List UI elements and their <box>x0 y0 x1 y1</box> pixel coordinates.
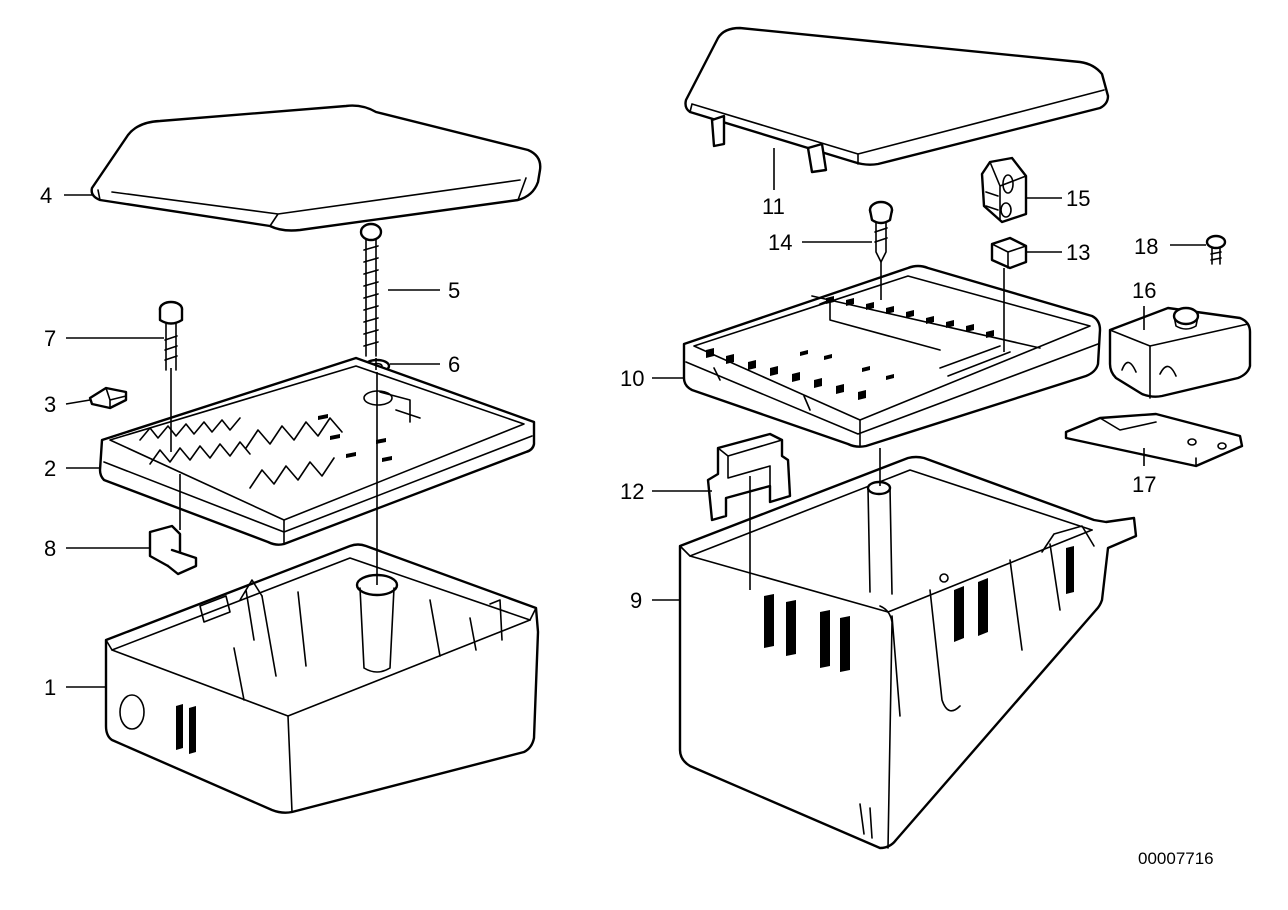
callout-1: 1 <box>44 675 56 700</box>
part-17-bracket <box>1064 412 1244 468</box>
right-leader-lines <box>749 262 1005 590</box>
document-number: 00007716 <box>1138 849 1214 868</box>
callout-3: 3 <box>44 392 56 417</box>
callout-7: 7 <box>44 326 56 351</box>
part-2-fuse-carrier <box>98 356 536 546</box>
callout-10: 10 <box>620 366 644 391</box>
callout-labels: 1 2 3 4 5 6 7 8 9 10 11 12 13 14 15 16 1… <box>40 183 1214 868</box>
part-13-fuse <box>990 236 1028 270</box>
callout-9: 9 <box>630 588 642 613</box>
part-15-relay-clip <box>980 156 1028 224</box>
callout-14: 14 <box>768 230 792 255</box>
callout-6: 6 <box>448 352 460 377</box>
part-11-cover <box>684 26 1110 174</box>
callout-12: 12 <box>620 479 644 504</box>
part-9-housing <box>678 455 1138 850</box>
part-7-bolt <box>158 300 184 371</box>
callout-18: 18 <box>1134 234 1158 259</box>
callout-16: 16 <box>1132 278 1156 303</box>
callout-5: 5 <box>448 278 460 303</box>
callout-11: 11 <box>762 194 785 219</box>
part-18-screw <box>1205 234 1227 265</box>
callout-leaders <box>64 148 1206 688</box>
callout-17: 17 <box>1132 472 1156 497</box>
part-8-clip <box>148 524 198 576</box>
left-leader-lines <box>170 358 378 585</box>
callout-15: 15 <box>1066 186 1090 211</box>
part-4-lid <box>90 104 542 232</box>
callout-4: 4 <box>40 183 52 208</box>
callout-8: 8 <box>44 536 56 561</box>
part-12-holder <box>706 432 792 522</box>
part-16-terminal-cover <box>1108 306 1252 399</box>
part-10-fuse-carrier <box>682 264 1102 448</box>
callout-13: 13 <box>1066 240 1090 265</box>
callout-2: 2 <box>44 456 56 481</box>
part-5-screw <box>359 222 383 357</box>
part-1-housing <box>104 543 540 814</box>
part-3-fuse <box>88 386 128 410</box>
part-14-screw <box>868 200 894 263</box>
